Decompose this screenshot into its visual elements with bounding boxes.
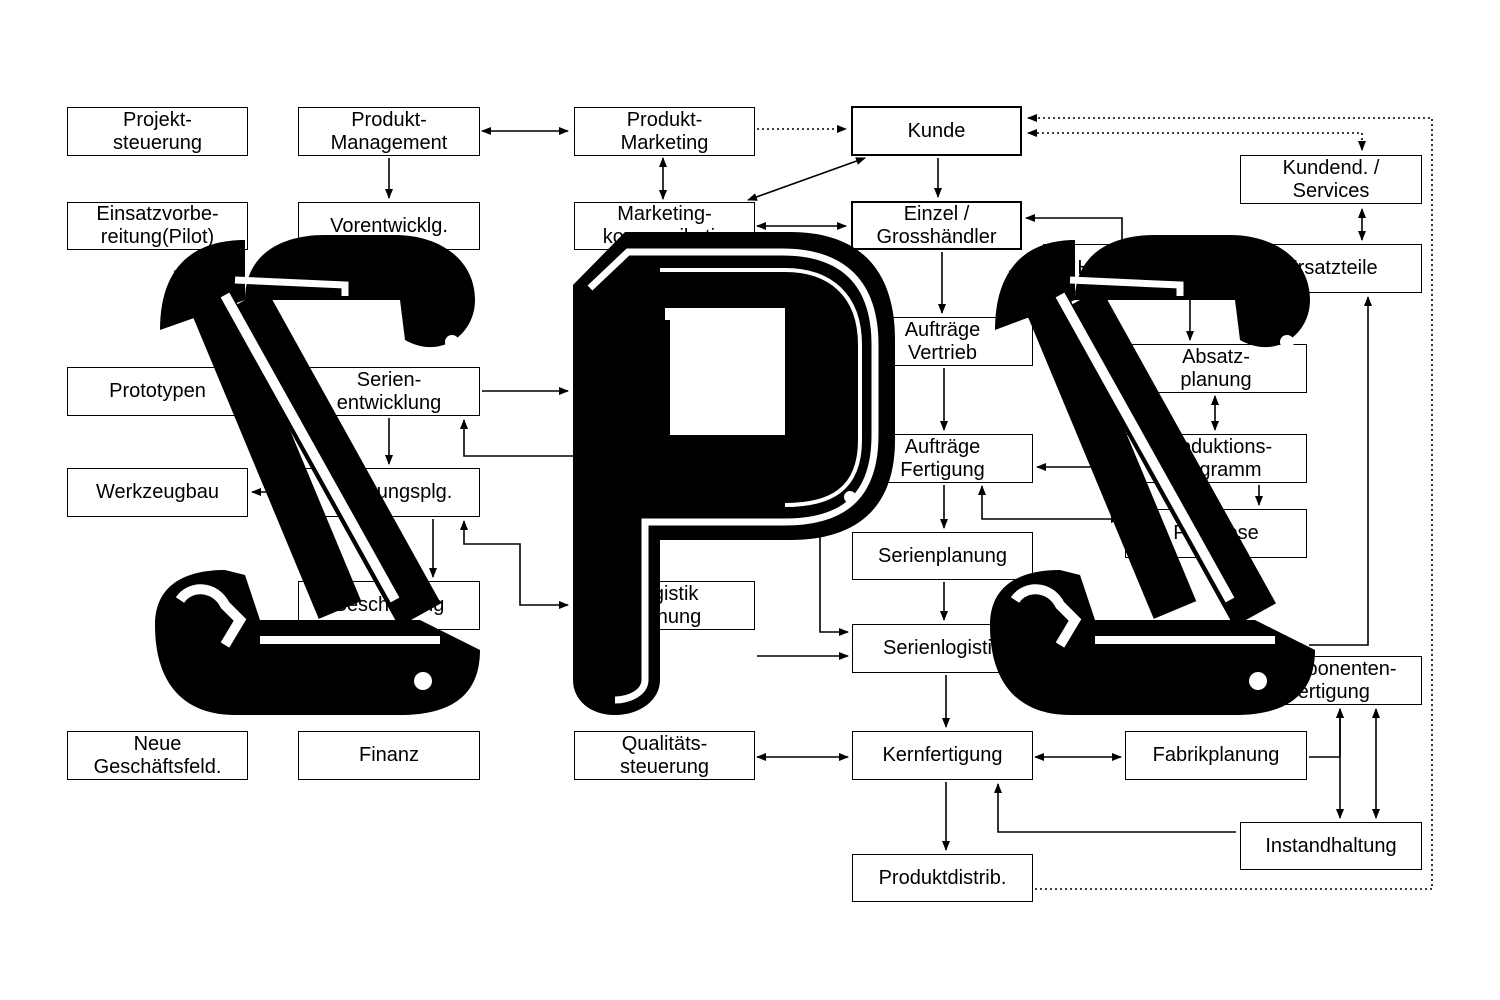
node-prognose: Prognose (1125, 509, 1307, 558)
edge-gesamtfreigaben-serienlogistik (757, 390, 849, 636)
node-handelsnetz: Handelsnetz (1043, 244, 1223, 292)
edge-komponentenfertigung-ersatzteile (1309, 296, 1372, 646)
node-auftraegevertrieb: Aufträge Vertrieb (852, 317, 1033, 366)
node-produktmarketing: Produkt- Marketing (574, 107, 755, 156)
edge-kundendienst-kunde (1027, 129, 1366, 151)
node-serienplanung: Serienplanung (852, 532, 1033, 580)
node-kundendienst: Kundend. / Services (1240, 155, 1422, 204)
node-produktionsprogramm: Produktions- programm (1125, 434, 1307, 483)
node-neuegeschaeftsfelder: Neue Geschäftsfeld. (67, 731, 248, 780)
node-produktdistribution: Produktdistrib. (852, 854, 1033, 902)
node-kunde: Kunde (851, 106, 1022, 156)
node-projektsteuerung: Projekt- steuerung (67, 107, 248, 156)
node-logistikplanung: Logistik Planung (574, 581, 755, 630)
node-instandhaltung: Instandhaltung (1240, 822, 1422, 870)
node-gesamtfreigaben: Gesamt- freigaben (574, 367, 755, 416)
edge-instandhaltung-kernfertigung (994, 783, 1236, 833)
node-beschaffung: Beschaffung (298, 581, 480, 630)
edge-fabrikplanung-komponentenfertigung (1309, 708, 1344, 758)
node-vorentwicklung: Vorentwicklg. (298, 202, 480, 250)
node-einsatzvorbereitung: Einsatzvorbe- reitung(Pilot) (67, 202, 248, 250)
node-serienentwicklung: Serien- entwicklung (298, 367, 480, 416)
node-marketingkommunikation: Marketing- kommunikatio (574, 202, 755, 250)
node-ersatzteile: Ersatzteile (1240, 244, 1422, 293)
node-serienanlauf: Serienanlauf (574, 468, 755, 517)
edge-serienanlauf-serienentwicklung (460, 419, 614, 468)
node-fabrikplanung: Fabrikplanung (1125, 731, 1307, 780)
node-serienlogistik: Serienlogistik (852, 624, 1033, 673)
node-komponentenfertigung: Komponenten- fertigung (1240, 656, 1422, 705)
node-werkzeugbau: Werkzeugbau (67, 468, 248, 517)
node-prototypen: Prototypen (67, 367, 248, 416)
node-finanz: Finanz (298, 731, 480, 780)
node-einzelhaendler: Einzel / Grosshändler (851, 201, 1022, 250)
node-fertigungsplanung: Fertigungsplg. (298, 468, 480, 517)
node-kernfertigung: Kernfertigung (852, 731, 1033, 780)
edge-handelsnetz-einzelhaendler (1025, 214, 1123, 244)
node-auftraegefertigung: Aufträge Fertigung (852, 434, 1033, 483)
edge-marketingkommunikation-kunde (747, 157, 866, 201)
node-absatzplanung: Absatz- planung (1125, 344, 1307, 393)
edge-auftraegefertigung-prognose (978, 485, 1121, 523)
node-produktmanagement: Produkt- Management (298, 107, 480, 156)
node-qualitaetssteuerung: Qualitäts- steuerung (574, 731, 755, 780)
